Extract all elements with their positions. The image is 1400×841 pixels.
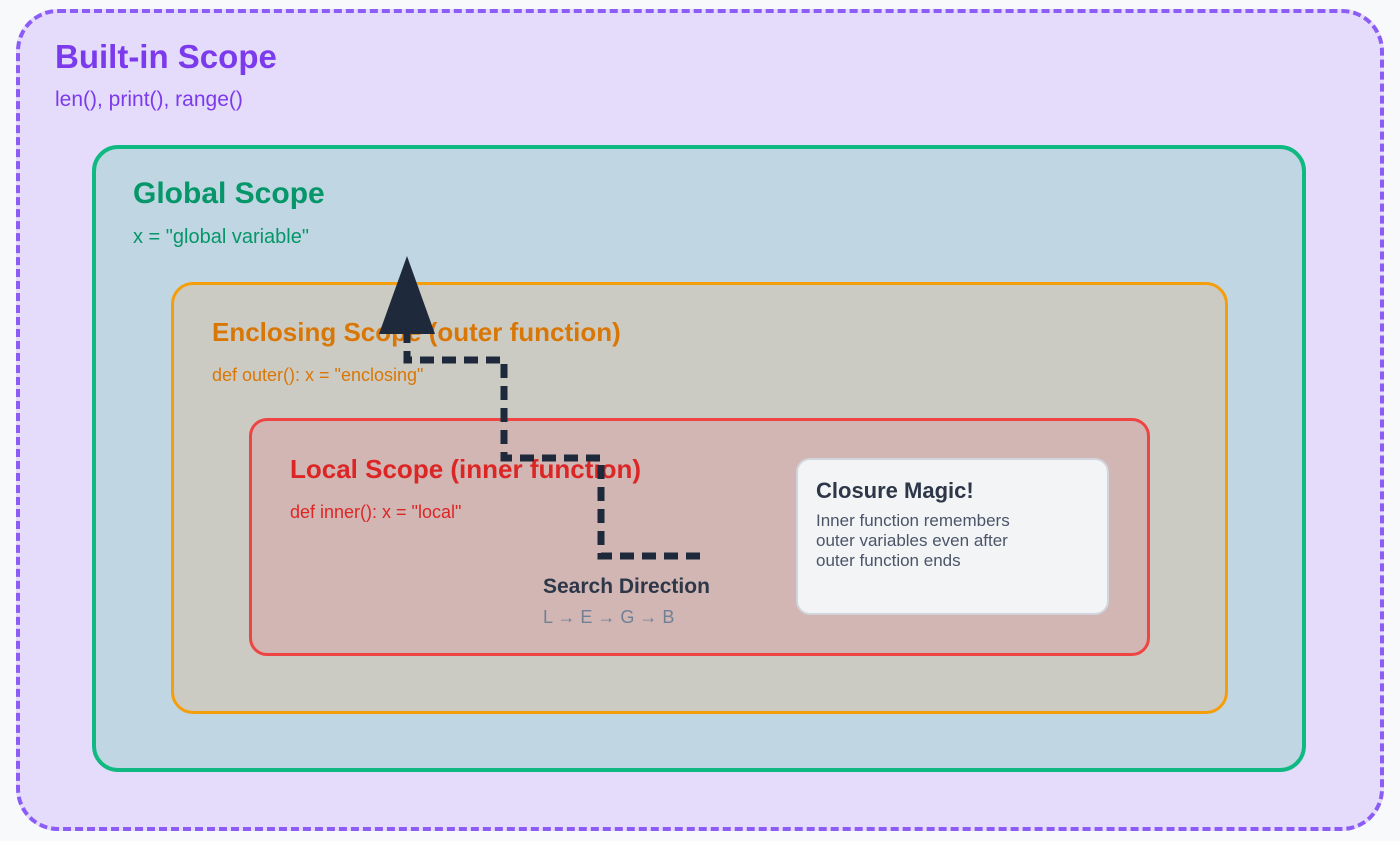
builtin-scope-title: Built-in Scope: [55, 38, 277, 75]
closure-text: Inner function remembers outer variables…: [816, 511, 1010, 570]
local-scope-title: Local Scope (inner function): [290, 454, 642, 484]
local-scope-code: def inner(): x = "local": [290, 502, 462, 522]
search-direction-label: Search Direction: [543, 575, 710, 598]
arrowhead-icon: [379, 256, 435, 334]
builtin-scope-code: len(), print(), range(): [55, 88, 243, 111]
global-scope-title: Global Scope: [133, 177, 325, 210]
search-direction-sequence: L → E → G → B: [543, 607, 675, 627]
closure-callout: [796, 458, 1109, 615]
global-scope-code: x = "global variable": [133, 226, 309, 248]
closure-title: Closure Magic!: [816, 478, 974, 503]
enclosing-scope-code: def outer(): x = "enclosing": [212, 365, 424, 385]
dashed-arrow-up-icon: [403, 330, 700, 560]
